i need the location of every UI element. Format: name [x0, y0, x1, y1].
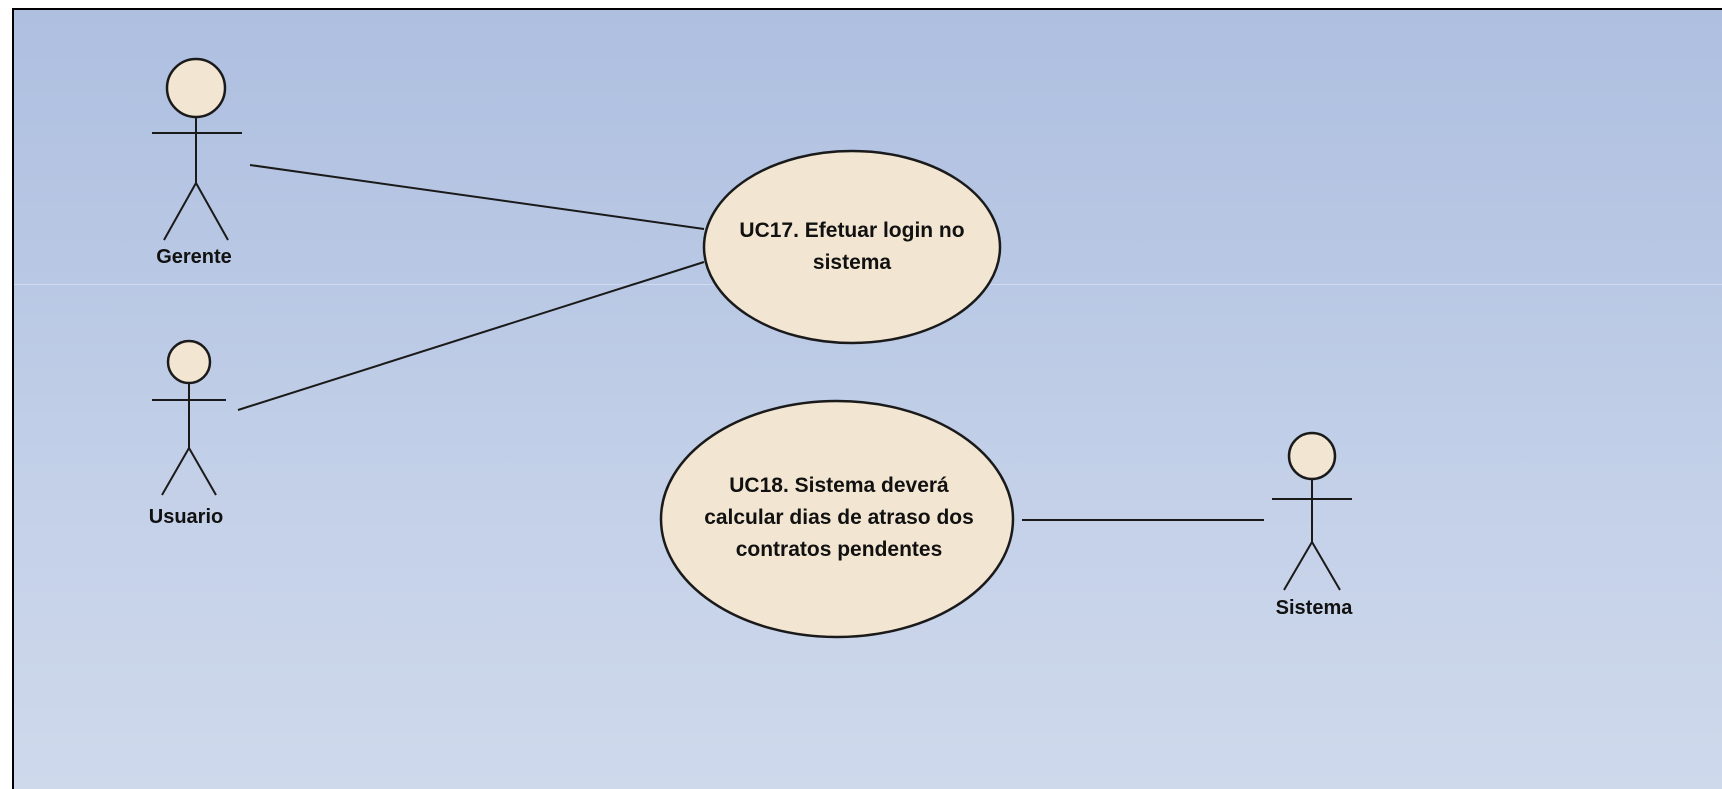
usecase-uc17[interactable]	[702, 149, 1002, 345]
actor-usuario-head	[166, 339, 212, 385]
actor-sistema-head	[1287, 431, 1337, 481]
actor-sistema[interactable]	[1272, 431, 1352, 591]
usecase-uc18[interactable]	[659, 399, 1015, 639]
actor-sistema-leg-left	[1283, 541, 1313, 591]
usecase-uc18-text: UC18. Sistema deverá calcular dias de at…	[704, 470, 974, 566]
actor-gerente-label: Gerente	[156, 246, 232, 268]
association-usuario-uc17[interactable]	[237, 261, 705, 411]
usecase-uc17-line1: UC17. Efetuar login no	[739, 219, 965, 242]
diagram-svg	[152, 57, 1352, 639]
association-gerente-uc17[interactable]	[249, 164, 705, 230]
actor-usuario-leg-left	[161, 447, 190, 496]
actor-gerente[interactable]	[152, 57, 242, 241]
usecase-uc18-line3: contratos pendentes	[735, 538, 943, 561]
actor-usuario-leg-right	[188, 447, 217, 496]
actor-gerente-leg-left	[163, 182, 197, 241]
actor-sistema-label: Sistema	[1275, 597, 1353, 619]
actor-usuario-label: Usuario	[148, 506, 224, 528]
actor-sistema-leg-right	[1311, 541, 1341, 591]
actor-usuario[interactable]	[152, 339, 226, 496]
usecase-uc18-line1: UC18. Sistema deverá	[729, 474, 949, 497]
usecase-uc17-line2: sistema	[812, 251, 892, 274]
diagram-canvas: Gerente Usuario Sistema UC17. Efetuar lo…	[12, 8, 1722, 789]
usecase-uc18-line2: calcular dias de atraso dos	[704, 506, 974, 529]
usecase-uc17-text: UC17. Efetuar login no sistema	[739, 215, 964, 279]
actor-gerente-leg-right	[195, 182, 229, 241]
actor-gerente-head	[165, 57, 227, 119]
